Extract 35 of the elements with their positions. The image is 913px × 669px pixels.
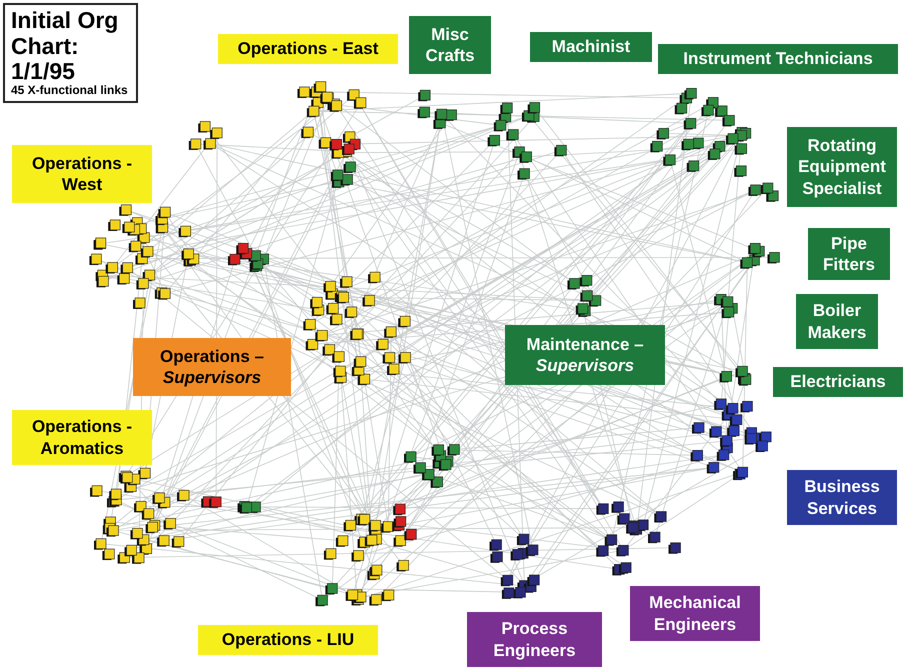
group-label	[530, 32, 652, 62]
group-name: Operations – Supervisors	[159, 346, 265, 388]
group-label	[658, 44, 898, 74]
group-label	[796, 294, 878, 349]
group-label	[808, 228, 890, 280]
group-label	[787, 127, 897, 207]
group-label	[12, 410, 152, 465]
title-box	[3, 3, 138, 103]
subtitle: 45 X-functional links	[11, 84, 128, 98]
group-name: Pipe Fitters	[822, 232, 876, 276]
group-name: Boiler Makers	[806, 300, 868, 343]
group-name: Misc Crafts	[424, 24, 476, 66]
group-label	[133, 338, 291, 396]
group-name: Operations - East	[238, 38, 378, 60]
group-name: Mechanical Engineers	[648, 592, 742, 635]
group-label	[409, 16, 491, 74]
group-label	[505, 325, 665, 385]
group-name: Process Engineers	[492, 618, 577, 661]
group-label	[773, 367, 903, 397]
group-name: Operations - Aromatics	[30, 416, 134, 459]
group-name: Electricians	[790, 371, 886, 393]
group-name: Operations - LIU	[222, 629, 354, 651]
group-label	[12, 145, 152, 203]
group-name: Rotating Equipment Specialist	[797, 135, 887, 199]
group-label	[787, 470, 897, 525]
chart-title: Initial Org Chart: 1/1/95	[11, 8, 120, 84]
group-label	[218, 34, 398, 64]
group-name: Instrument Technicians	[683, 48, 873, 70]
group-label	[467, 612, 602, 667]
group-label	[198, 625, 378, 655]
group-name: Maintenance – Supervisors	[525, 334, 645, 376]
group-name: Machinist	[552, 36, 630, 58]
group-name: Business Services	[803, 476, 881, 519]
group-name: Operations - West	[30, 152, 134, 196]
group-label	[630, 586, 760, 641]
